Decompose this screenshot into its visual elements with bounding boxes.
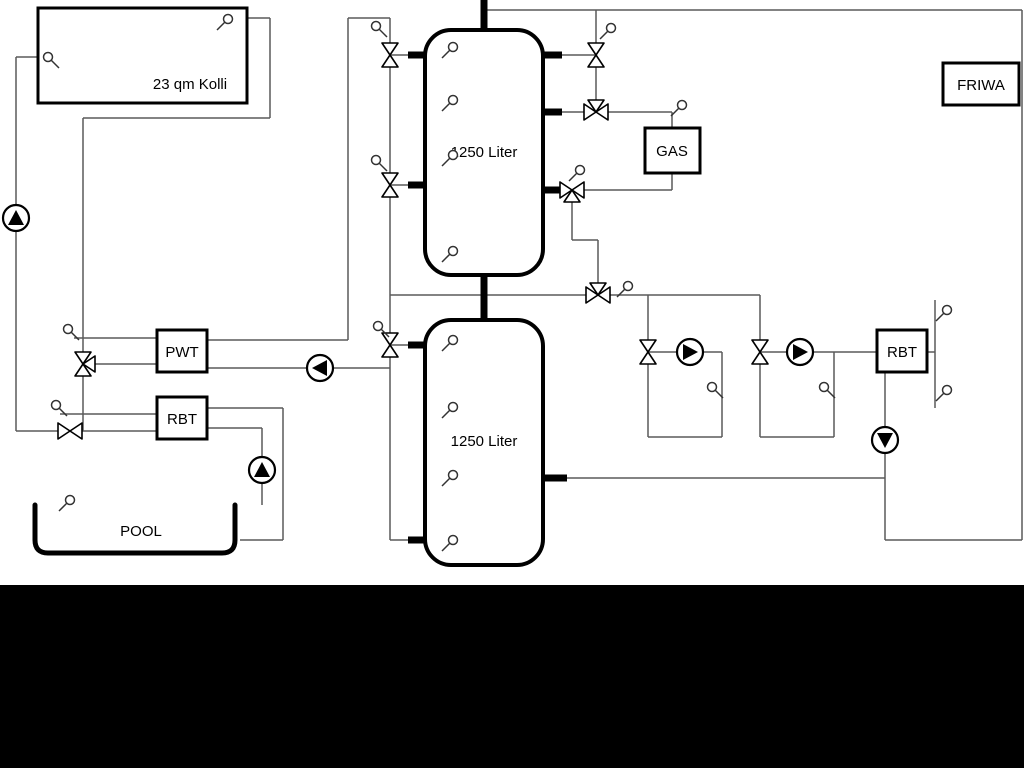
rbt-right-heat-exchanger-box bbox=[875, 328, 929, 374]
collector-label: 23 qm Kolli bbox=[153, 76, 227, 93]
temperature-sensor-icon bbox=[370, 154, 388, 172]
buffer-tank-1-label: 1250 Liter bbox=[451, 144, 518, 161]
temperature-sensor-icon bbox=[818, 381, 836, 399]
gas-boiler-label: GAS bbox=[656, 143, 688, 160]
buffer-tank-1 bbox=[423, 28, 545, 277]
temperature-sensor-icon bbox=[935, 304, 953, 322]
three-way-valve-icon-gas-return bbox=[559, 181, 585, 203]
three-way-valve-icon-distribution bbox=[585, 282, 611, 304]
temperature-sensor-icon bbox=[670, 99, 688, 117]
pwt-label: PWT bbox=[165, 344, 198, 361]
pwt-heat-exchanger-box bbox=[155, 328, 209, 374]
pump-icon-pwt-charge bbox=[305, 353, 335, 383]
temperature-sensor-icon bbox=[370, 20, 388, 38]
pump-icon-rbt-right bbox=[870, 425, 900, 455]
pool-basin bbox=[32, 502, 238, 556]
three-way-valve-icon-solar bbox=[74, 351, 96, 377]
bottom-black-band bbox=[0, 585, 1024, 768]
temperature-sensor-icon bbox=[935, 384, 953, 402]
valve-icon-pool-circuit bbox=[57, 422, 83, 440]
buffer-tank-2-label: 1250 Liter bbox=[451, 433, 518, 450]
rbt-left-heat-exchanger-box bbox=[155, 395, 209, 441]
three-way-valve-icon-gas-flow bbox=[583, 99, 609, 121]
buffer-tank-2 bbox=[423, 318, 545, 567]
gas-boiler-box bbox=[643, 126, 702, 175]
friwa-label: FRIWA bbox=[957, 77, 1005, 94]
friwa-box bbox=[941, 61, 1021, 107]
collector-box bbox=[36, 6, 249, 105]
pump-icon-pool bbox=[247, 455, 277, 485]
pool-label: POOL bbox=[120, 523, 162, 540]
temperature-sensor-icon bbox=[50, 399, 68, 417]
temperature-sensor-icon bbox=[599, 22, 617, 40]
temperature-sensor-icon bbox=[568, 164, 586, 182]
temperature-sensor-icon bbox=[62, 323, 80, 341]
pump-icon-heating-circuit-2 bbox=[785, 337, 815, 367]
pump-icon-heating-circuit-1 bbox=[675, 337, 705, 367]
rbt-right-label: RBT bbox=[887, 344, 917, 361]
tank-port-stubs bbox=[408, 0, 567, 544]
temperature-sensor-icon bbox=[58, 494, 76, 512]
pump-icon-solar bbox=[1, 203, 31, 233]
pipe-network bbox=[15, 9, 1023, 541]
temperature-sensor-icon bbox=[706, 381, 724, 399]
rbt-left-label: RBT bbox=[167, 411, 197, 428]
temperature-sensor-icon bbox=[372, 320, 390, 338]
